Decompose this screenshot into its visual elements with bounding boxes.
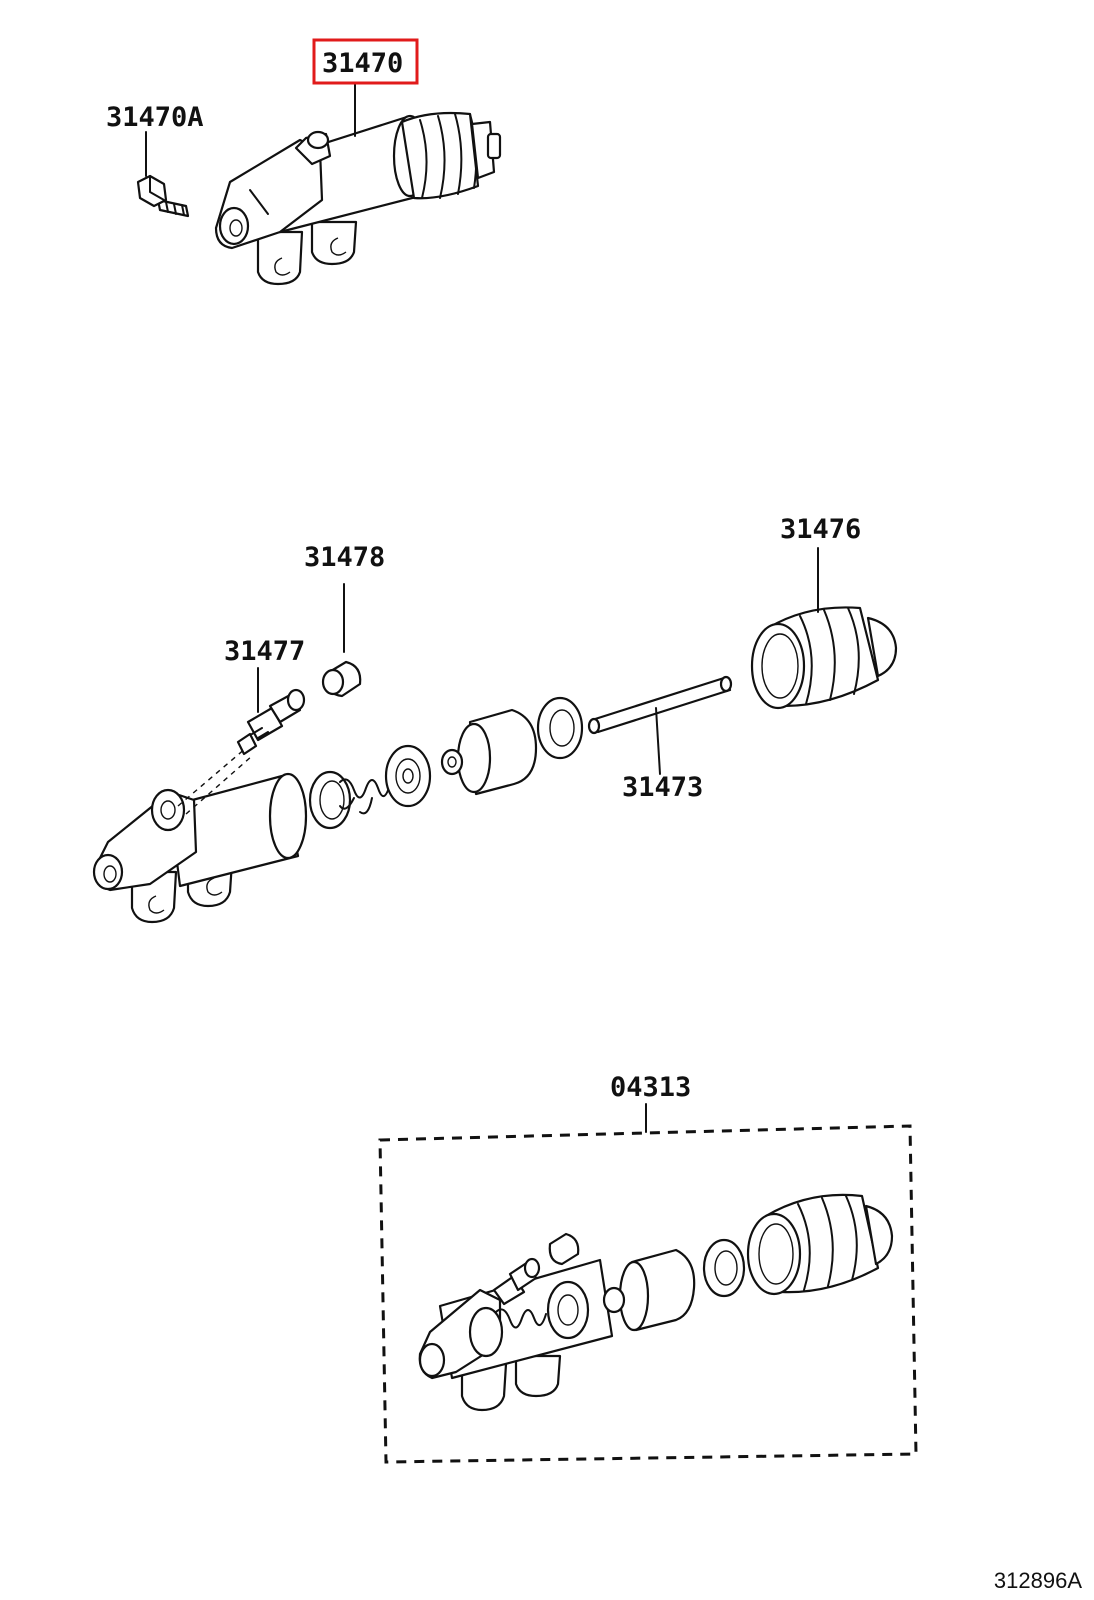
piston[interactable] <box>440 708 538 796</box>
boot-ring[interactable] <box>536 696 584 760</box>
cylinder-cup[interactable] <box>308 770 352 830</box>
push-rod[interactable] <box>587 675 733 735</box>
clutch-boot[interactable] <box>750 606 898 710</box>
label-31470[interactable]: 31470 <box>322 48 403 79</box>
label-04313[interactable]: 04313 <box>610 1072 691 1103</box>
bleeder-plug[interactable] <box>236 688 306 756</box>
cylinder-body[interactable] <box>92 772 308 924</box>
spring[interactable] <box>339 778 391 815</box>
kit-parts[interactable] <box>418 1193 894 1412</box>
label-31477[interactable]: 31477 <box>224 636 305 667</box>
highlight-box <box>312 38 419 85</box>
bleeder-cap[interactable] <box>321 660 362 698</box>
label-31473[interactable]: 31473 <box>622 772 703 803</box>
label-31476[interactable]: 31476 <box>780 514 861 545</box>
label-31478[interactable]: 31478 <box>304 542 385 573</box>
union-bolt[interactable] <box>136 174 190 218</box>
piston-cup[interactable] <box>384 744 432 808</box>
diagram-reference: 312896A <box>994 1568 1082 1593</box>
slave-cylinder-assembly[interactable] <box>214 111 502 286</box>
label-31470A[interactable]: 31470A <box>106 102 204 133</box>
kit-boundary <box>378 1124 918 1464</box>
